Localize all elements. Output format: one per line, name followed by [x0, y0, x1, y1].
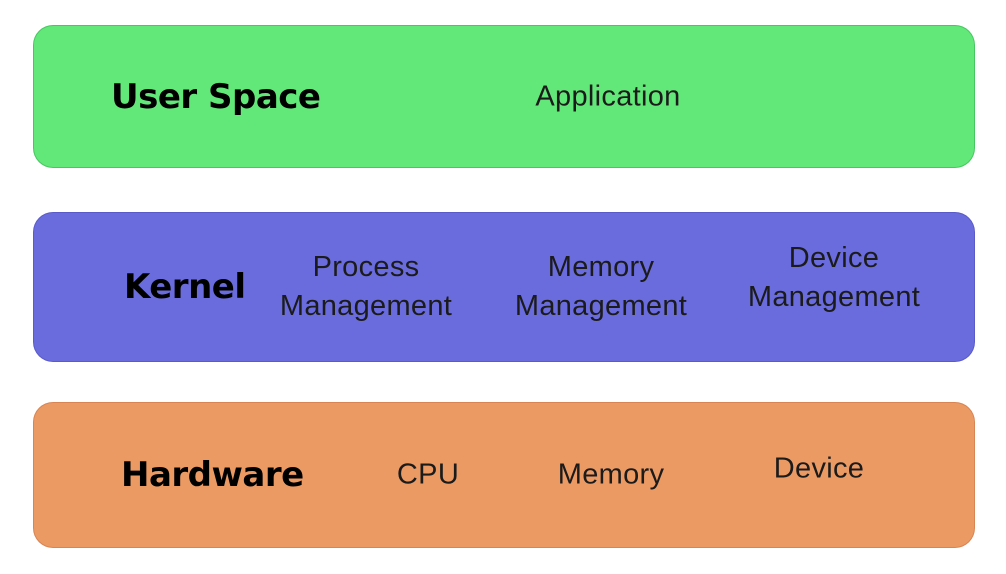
layer-item-application: Application: [535, 79, 681, 112]
layer-hardware: Hardware CPU Memory Device: [33, 402, 975, 548]
layer-label-kernel: Kernel: [124, 267, 246, 307]
layer-item-memory: Memory: [557, 458, 665, 491]
layer-item-cpu: CPU: [396, 458, 460, 491]
layer-item-process-management: Process Management: [279, 250, 453, 322]
layer-user-space: User Space Application: [33, 25, 975, 168]
layer-label-user-space: User Space: [111, 76, 321, 117]
layer-item-device: Device: [773, 452, 865, 485]
layer-item-memory-management: Memory Management: [514, 250, 688, 322]
layer-kernel: Kernel Process Management Memory Managem…: [33, 212, 975, 362]
layer-label-hardware: Hardware: [121, 455, 304, 495]
layer-item-device-management: Device Management: [747, 241, 921, 313]
